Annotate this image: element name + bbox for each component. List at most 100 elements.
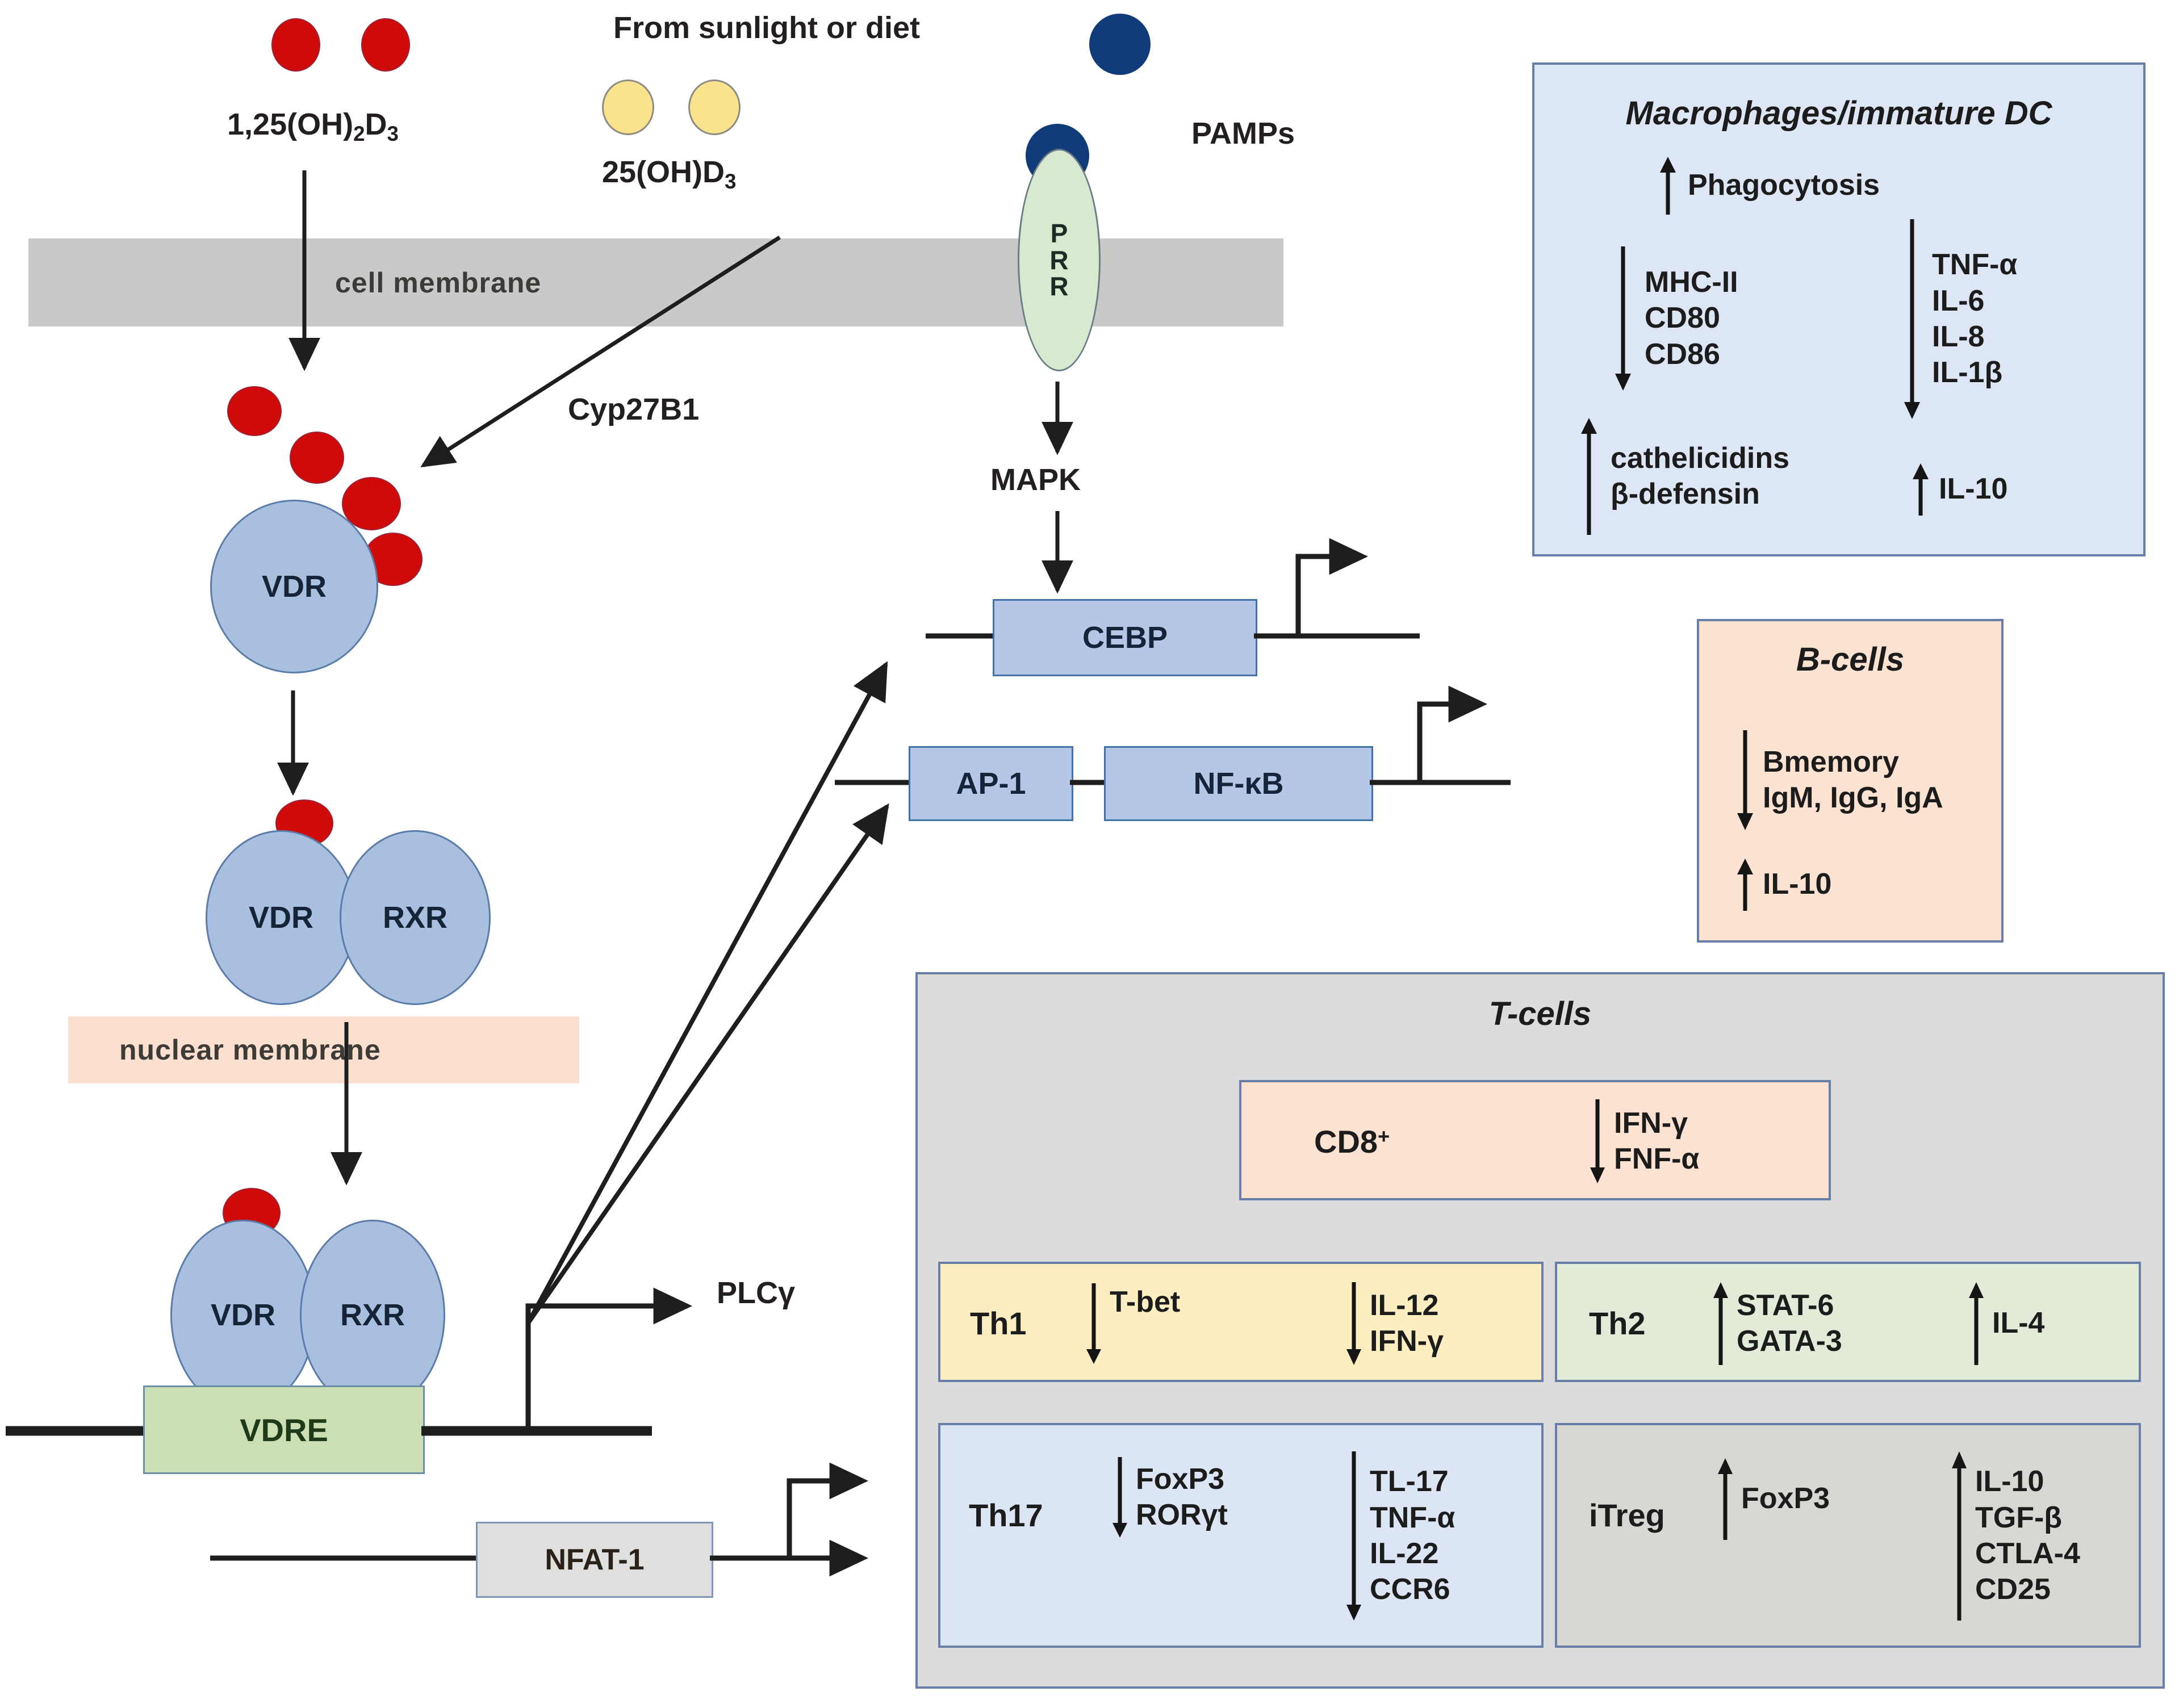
list-item: β-defensin [1611, 478, 1760, 510]
list-item: IgM, IgG, IgA [1763, 781, 1943, 814]
macrophage-group-il10: IL-10 [1902, 462, 2007, 517]
list-item: STAT-6 [1737, 1288, 1834, 1322]
down-arrow-icon [1728, 729, 1763, 831]
th2-group-cytokines: IL-4 [1960, 1281, 2044, 1366]
list-item: IL-10 [1975, 1465, 2044, 1498]
th1-label: Th1 [970, 1305, 1027, 1341]
cebp-label: CEBP [1082, 621, 1168, 655]
cebp-box: CEBP [993, 599, 1257, 676]
th17-label: Th17 [969, 1497, 1043, 1533]
th2-group-tf: STAT-6 GATA-3 [1705, 1281, 1842, 1366]
list-item: TNF-α [1370, 1501, 1456, 1534]
bcell-group-items: Bmemory IgM, IgG, IgA [1763, 744, 1943, 817]
nfkb-label: NF-κB [1193, 767, 1284, 801]
panel-title-macrophages: Macrophages/immature DC [1625, 95, 2052, 132]
nuclear-membrane: nuclear membrane [68, 1016, 579, 1083]
macrophage-group-antimicrobial: cathelicidins β-defensin [1567, 417, 1789, 536]
vdr-receptor-bound: VDR [170, 1220, 316, 1410]
list-item: MHC-II [1645, 265, 1738, 299]
th1-group-tf: T-bet [1078, 1282, 1180, 1365]
pamps-label: PAMPs [1191, 116, 1295, 150]
list-item: IL-1β [1932, 356, 2003, 390]
list-item: GATA-3 [1737, 1325, 1842, 1358]
macrophage-group-phagocytosis: Phagocytosis [1648, 156, 1880, 216]
panel-title-bcells: B-cells [1796, 641, 1905, 678]
bcell-group-items: IL-10 [1763, 866, 1831, 902]
list-item: IL-4 [1992, 1307, 2045, 1340]
calcitriol-molecule [290, 432, 344, 484]
list-item: Bmemory [1763, 745, 1899, 778]
calcidiol-molecule [602, 79, 654, 135]
list-item: RORγt [1136, 1498, 1228, 1531]
down-arrow-icon [1338, 1450, 1370, 1622]
prr-letter: R [1049, 271, 1069, 302]
itreg-group-cytokines: IL-10 TGF-β CTLA-4 CD25 [1943, 1450, 2080, 1622]
vdr-receptor-dimer: VDR [206, 830, 357, 1005]
th2-group-items: STAT-6 GATA-3 [1737, 1288, 1842, 1360]
macrophage-group-cytokines: TNF-α IL-6 IL-8 IL-1β [1892, 218, 2017, 420]
calcitriol-molecule [227, 386, 282, 436]
itreg-label: iTreg [1589, 1497, 1665, 1533]
prr-receptor: P R R [1018, 149, 1101, 371]
nfkb-box: NF-κB [1104, 746, 1373, 821]
calcitriol-molecule [271, 18, 320, 72]
down-arrow-icon [1581, 1098, 1614, 1184]
itreg-group-tf: FoxP3 [1709, 1457, 1830, 1541]
up-arrow-icon [1960, 1281, 1992, 1366]
macrophage-group-items: MHC-II CD80 CD86 [1645, 265, 1738, 372]
up-arrow-icon [1902, 462, 1939, 517]
calcidiol-molecule [688, 79, 741, 135]
rxr-receptor-bound: RXR [300, 1220, 445, 1410]
nuclear-membrane-label: nuclear membrane [119, 1034, 381, 1066]
vdre-element: VDRE [143, 1385, 425, 1474]
up-arrow-icon [1705, 1281, 1737, 1366]
macrophage-group-items: cathelicidins β-defensin [1611, 441, 1789, 513]
macrophage-group-items: TNF-α IL-6 IL-8 IL-1β [1932, 247, 2017, 391]
list-item: TNF-α [1932, 248, 2018, 282]
list-item: FNF-α [1614, 1142, 1700, 1175]
th17-group-items: FoxP3 RORγt [1136, 1462, 1228, 1534]
subpanel-th2: Th2 STAT-6 GATA-3 [1555, 1262, 2141, 1382]
th1-group-cytokines: IL-12 IFN-γ [1338, 1281, 1444, 1366]
prr-letter: R [1049, 245, 1069, 275]
subpanel-th17: Th17 FoxP3 RORγt [938, 1423, 1544, 1648]
calcitriol-molecule [361, 18, 410, 72]
list-item: TGF-β [1975, 1501, 2063, 1534]
down-arrow-icon [1104, 1456, 1136, 1539]
mapk-label: MAPK [990, 463, 1081, 497]
list-item: CD25 [1975, 1573, 2051, 1606]
down-arrow-icon [1601, 245, 1645, 392]
th1-group-items: IL-12 IFN-γ [1370, 1288, 1444, 1360]
vdr-label: VDR [210, 1298, 275, 1332]
calcitriol-label: 1,25(OH)2D3 [227, 107, 399, 146]
nfat1-box: NFAT-1 [476, 1522, 713, 1598]
cell-membrane-label: cell membrane [335, 266, 542, 299]
list-item: FoxP3 [1741, 1482, 1830, 1516]
bcell-group-down: Bmemory IgM, IgG, IgA [1728, 729, 1943, 831]
list-item: CD80 [1645, 302, 1720, 335]
cyp27b1-label: Cyp27B1 [568, 392, 700, 426]
list-item: cathelicidins [1611, 441, 1789, 475]
list-item: IL-10 [1939, 472, 2008, 506]
macrophage-group-items: Phagocytosis [1688, 168, 1880, 203]
up-arrow-icon [1728, 857, 1763, 912]
list-item: IL-8 [1932, 320, 1985, 353]
panel-tcells: T-cells CD8+ IFN-γ FNF-α Th [915, 972, 2165, 1689]
subpanel-cd8: CD8+ IFN-γ FNF-α [1239, 1080, 1831, 1200]
plc-gamma-label: PLCγ [717, 1276, 796, 1310]
list-item: CD86 [1645, 337, 1720, 371]
list-item: IFN-γ [1614, 1106, 1688, 1140]
th17-group-cytokines: TL-17 TNF-α IL-22 CCR6 [1338, 1450, 1455, 1622]
subpanel-itreg: iTreg FoxP3 [1555, 1423, 2141, 1648]
ap1-label: AP-1 [956, 767, 1026, 801]
itreg-group-items: FoxP3 [1741, 1481, 1830, 1517]
itreg-group-items: IL-10 TGF-β CTLA-4 CD25 [1975, 1464, 2080, 1608]
calcitriol-molecule [342, 477, 401, 530]
rxr-label: RXR [382, 901, 447, 935]
list-item: IL-12 [1370, 1288, 1439, 1322]
list-item: T-bet [1110, 1286, 1181, 1318]
panel-bcells: B-cells Bmemory IgM, IgG, IgA [1697, 619, 2004, 943]
cd8-label: CD8+ [1314, 1124, 1390, 1159]
cd8-group-items: IFN-γ FNF-α [1614, 1106, 1699, 1178]
list-item: IL-22 [1370, 1537, 1439, 1570]
